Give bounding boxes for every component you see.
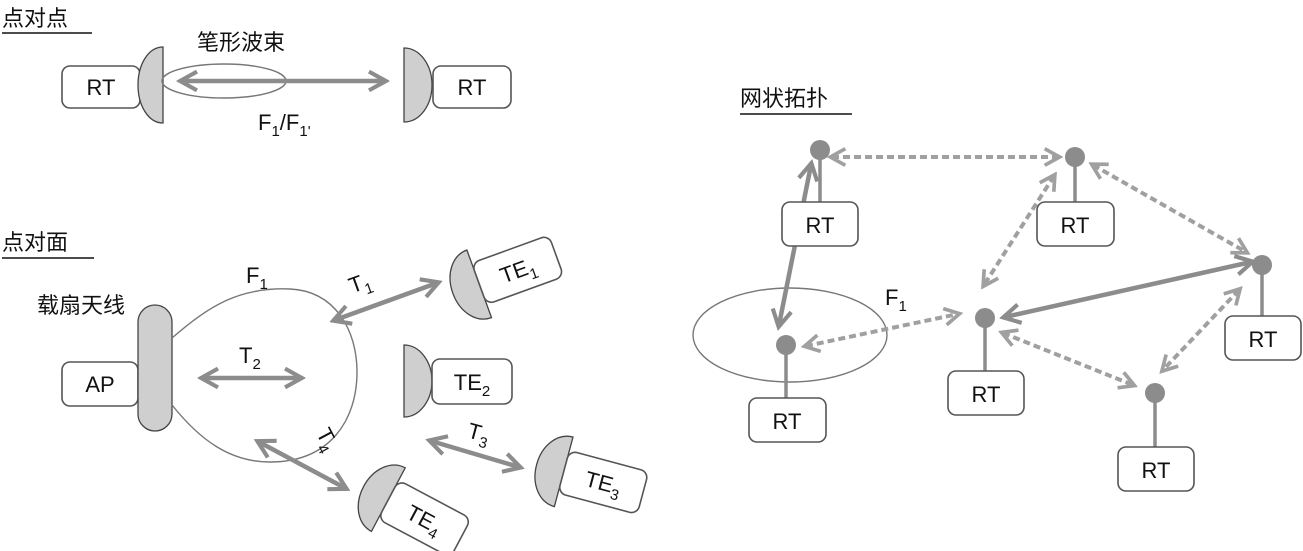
te3-terminal: TE3 <box>534 435 648 514</box>
te2-box <box>431 358 513 405</box>
mesh-node-4-antenna <box>776 335 796 355</box>
mesh-node-1-label: RT <box>806 213 835 238</box>
mesh-link-n5-n6 <box>1003 333 1133 385</box>
mesh-node-4-label: RT <box>773 409 802 434</box>
mesh-section: 网状拓扑 F1 RT RT <box>692 87 1302 492</box>
p2p-right-rt-label: RT <box>458 75 487 100</box>
mesh-node-6-label: RT <box>1142 458 1171 483</box>
link-t2-label: T2 <box>239 343 261 373</box>
sector-beam-freq: F1 <box>246 263 268 293</box>
te1-terminal: TE1 <box>449 236 563 320</box>
p2p-section: 点对点 笔形波束 RT RT F1/F1' <box>2 7 512 140</box>
sector-antenna-label: 载扇天线 <box>37 294 125 319</box>
mesh-node-4-box <box>748 397 827 443</box>
mesh-node-4: RT <box>748 335 827 443</box>
mesh-freq-label: F1 <box>885 285 907 315</box>
p2p-heading: 点对点 <box>2 7 68 32</box>
mesh-node-1: RT <box>781 140 859 247</box>
mesh-node-1-box <box>781 201 859 247</box>
mesh-link-n3-n6 <box>1163 290 1239 370</box>
te2-antenna <box>403 344 433 418</box>
mesh-node-2-label: RT <box>1061 213 1090 238</box>
p2mp-heading: 点对面 <box>2 231 68 256</box>
mesh-node-2-box <box>1036 201 1115 247</box>
link-t4-label: T4 <box>307 424 344 457</box>
mesh-node-3-box <box>1224 315 1302 361</box>
ap-label: AP <box>85 372 114 397</box>
mesh-node-2: RT <box>1036 147 1115 247</box>
mesh-coverage-ellipse <box>692 287 888 383</box>
mesh-node-6-antenna <box>1145 383 1165 403</box>
p2mp-section: 点对面 载扇天线 AP F1 T1 T2 T3 T4 TE1 TE2 <box>2 231 648 551</box>
mesh-node-6-box <box>1117 446 1195 492</box>
mesh-node-2-antenna <box>1065 147 1085 167</box>
p2p-right-rt-box <box>432 65 512 109</box>
pencil-beam-label: 笔形波束 <box>197 31 285 56</box>
te1-antenna <box>449 249 493 320</box>
mesh-node-6: RT <box>1117 383 1195 492</box>
link-t4-arrow <box>259 442 345 488</box>
link-t3-arrow <box>431 441 519 467</box>
mesh-node-5-box <box>947 370 1025 416</box>
mesh-node-3-label: RT <box>1249 327 1278 352</box>
te1-box <box>473 236 563 304</box>
te3-antenna <box>534 435 574 508</box>
mesh-node-3-antenna <box>1252 255 1272 275</box>
mesh-node-5: RT <box>947 308 1025 416</box>
link-t1-arrow <box>335 283 437 320</box>
p2p-right-antenna <box>403 47 433 123</box>
mesh-link-n5-n3 <box>1005 262 1251 317</box>
mesh-link-n4-n5 <box>806 314 958 346</box>
sector-antenna <box>137 304 173 432</box>
mesh-node-5-antenna <box>975 308 995 328</box>
te4-box <box>380 482 470 551</box>
mesh-node-1-antenna <box>810 140 830 160</box>
te3-box <box>558 451 648 514</box>
link-t3-label: T3 <box>464 418 493 453</box>
mesh-heading: 网状拓扑 <box>740 87 828 112</box>
link-t1-label: T1 <box>345 267 376 303</box>
te4-terminal: TE4 <box>357 464 470 551</box>
sector-beam-lobe <box>171 288 358 463</box>
te4-antenna <box>357 464 407 533</box>
te2-label: TE2 <box>454 370 490 400</box>
p2p-left-antenna <box>137 46 164 124</box>
mesh-link-n2-n3 <box>1093 165 1246 252</box>
mesh-node-3: RT <box>1224 255 1302 361</box>
p2p-left-rt-label: RT <box>87 75 116 100</box>
mesh-node-5-label: RT <box>972 382 1001 407</box>
p2p-freq-label: F1/F1' <box>258 110 311 140</box>
